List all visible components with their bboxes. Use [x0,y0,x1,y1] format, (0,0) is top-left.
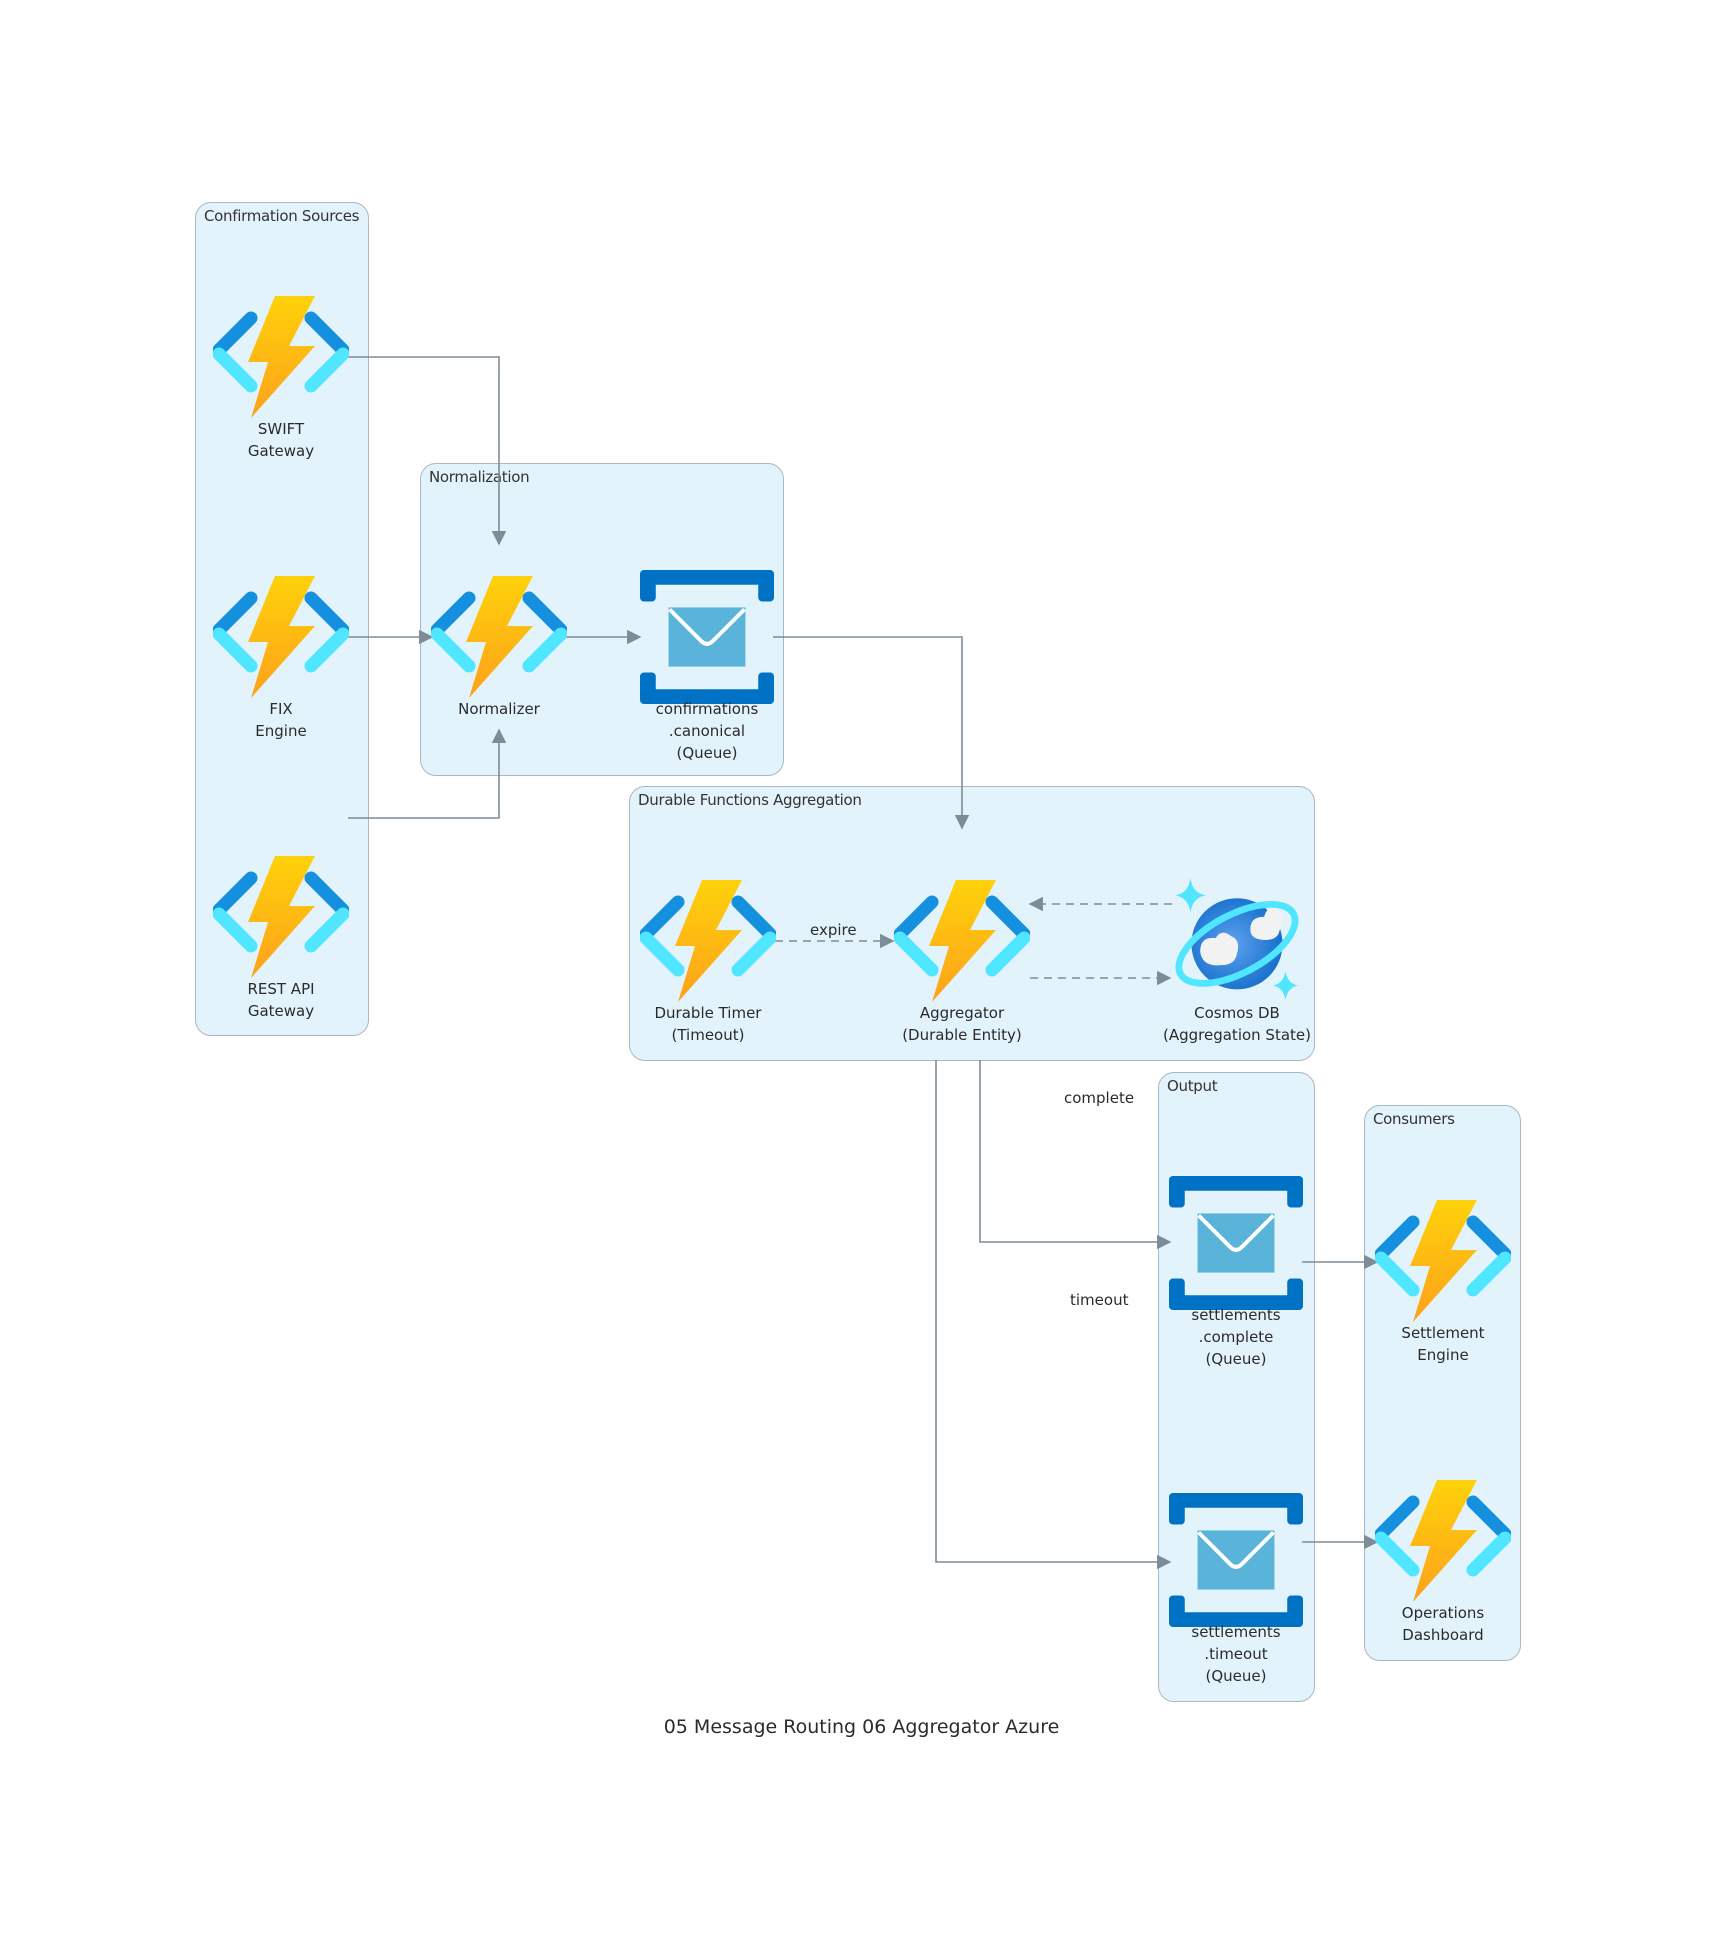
azure-function-icon [640,880,776,1002]
cluster-label: Consumers [1373,1110,1455,1128]
node-label: settlements .complete (Queue) [1191,1306,1281,1368]
node-settlements-complete-queue[interactable]: settlements .complete (Queue) [1161,1176,1311,1370]
cluster-label: Durable Functions Aggregation [638,791,862,809]
azure-function-icon [1375,1200,1511,1322]
node-durable-timer[interactable]: Durable Timer (Timeout) [633,880,783,1046]
node-confirmations-canonical-queue[interactable]: confirmations .canonical (Queue) [632,570,782,764]
node-rest-api-gateway[interactable]: REST API Gateway [206,856,356,1022]
cluster-label: Output [1167,1077,1218,1095]
edge-aggregator-complete [979,1060,1172,1250]
node-label: Operations Dashboard [1401,1604,1485,1644]
azure-function-icon [213,296,349,418]
edge-swift-to-normalizer [348,356,507,546]
node-operations-dashboard[interactable]: Operations Dashboard [1368,1480,1518,1646]
storage-queue-icon [1168,1493,1304,1627]
node-settlement-engine[interactable]: Settlement Engine [1368,1200,1518,1366]
azure-function-icon [894,880,1030,1002]
node-label: confirmations .canonical (Queue) [655,700,759,762]
edge-label-complete: complete [1064,1089,1135,1107]
edge-canonical-queue-to-aggregator [773,636,970,830]
node-label: Aggregator (Durable Entity) [902,1004,1022,1044]
cosmos-db-icon [1169,876,1305,1002]
cluster-label: Confirmation Sources [204,207,360,225]
node-label: SWIFT Gateway [247,420,315,460]
node-label: Normalizer [458,700,540,718]
edge-rest-to-normalizer [348,728,507,819]
node-normalizer[interactable]: Normalizer [424,576,574,720]
cluster-consumers: Consumers [1364,1105,1521,1661]
node-label: REST API Gateway [247,980,315,1020]
azure-function-icon [1375,1480,1511,1602]
storage-queue-icon [1168,1176,1304,1310]
azure-function-icon [431,576,567,698]
node-label: Cosmos DB (Aggregation State) [1163,1004,1311,1044]
diagram-title: 05 Message Routing 06 Aggregator Azure [663,1716,1060,1738]
azure-function-icon [213,576,349,698]
node-label: settlements .timeout (Queue) [1191,1623,1281,1685]
edge-label-expire: expire [810,921,857,939]
cluster-label: Normalization [429,468,530,486]
node-label: FIX Engine [255,700,307,740]
edge-aggregator-timeout [935,1060,1172,1570]
azure-function-icon [213,856,349,978]
node-label: Durable Timer (Timeout) [654,1004,762,1044]
node-cosmos-db[interactable]: Cosmos DB (Aggregation State) [1162,876,1312,1046]
node-label: Settlement Engine [1401,1324,1485,1364]
storage-queue-icon [639,570,775,704]
node-settlements-timeout-queue[interactable]: settlements .timeout (Queue) [1161,1493,1311,1687]
edge-label-timeout: timeout [1070,1291,1129,1309]
node-fix-engine[interactable]: FIX Engine [206,576,356,742]
node-swift-gateway[interactable]: SWIFT Gateway [206,296,356,462]
node-aggregator[interactable]: Aggregator (Durable Entity) [887,880,1037,1046]
